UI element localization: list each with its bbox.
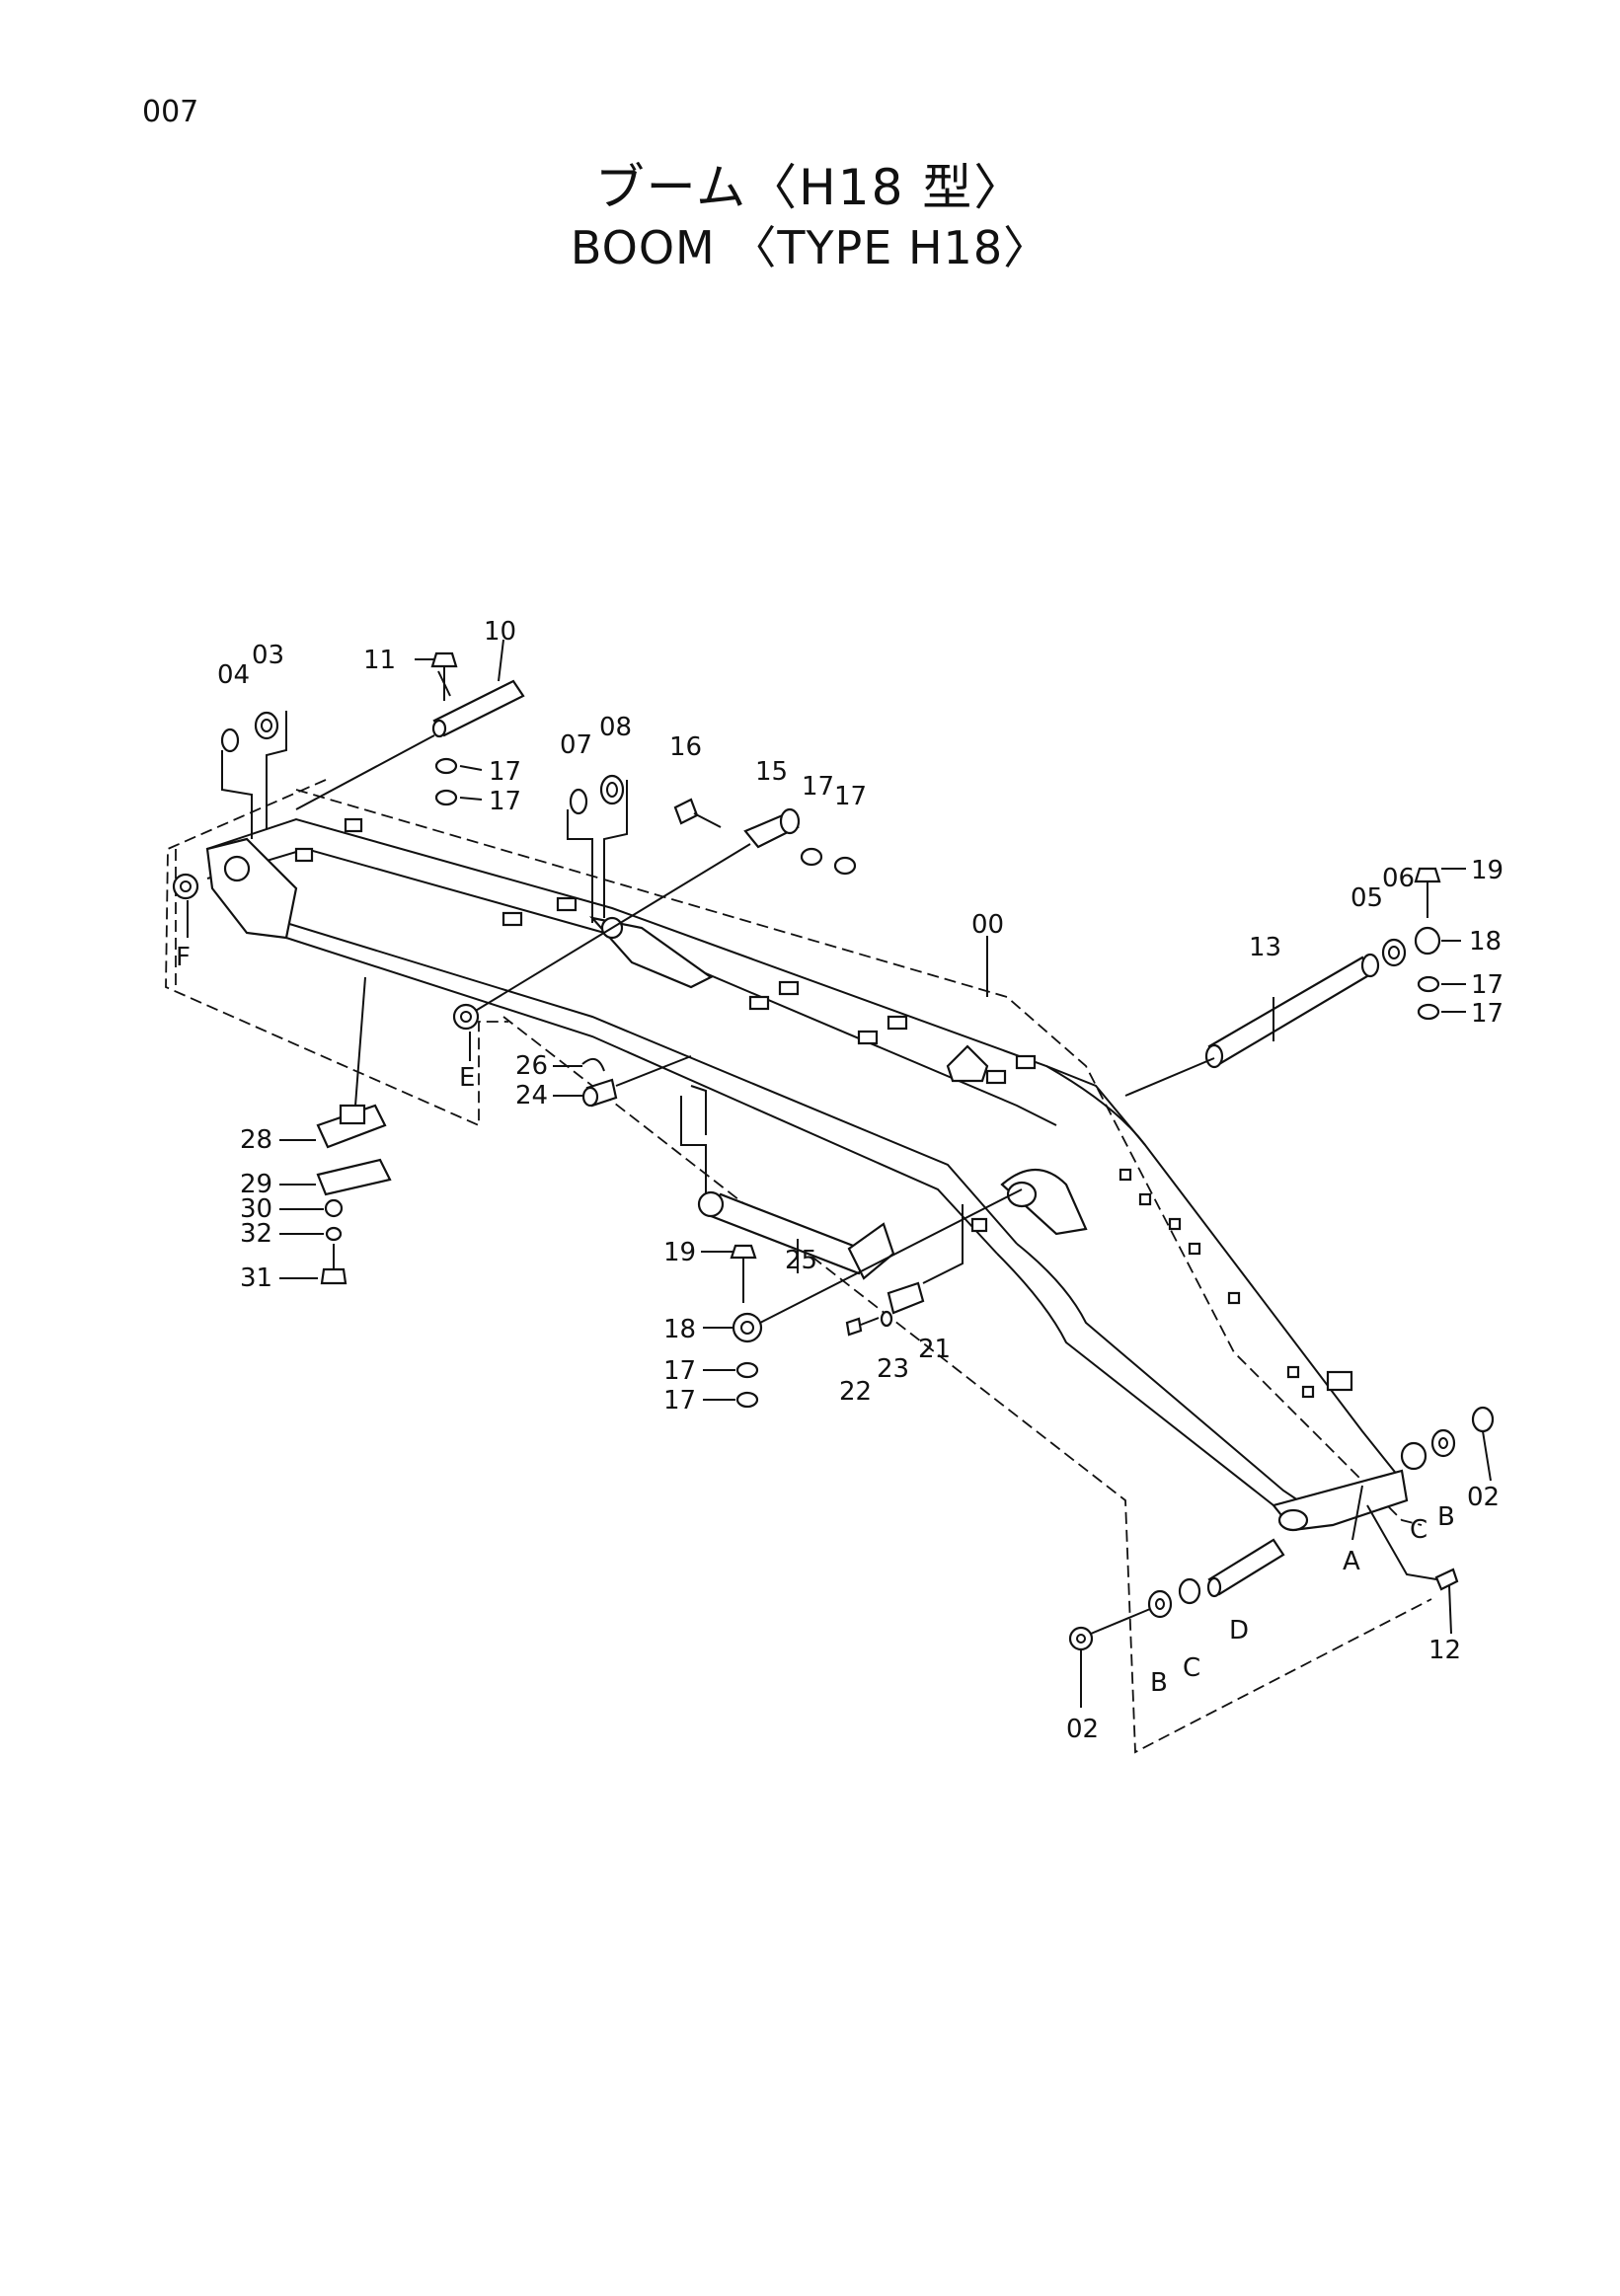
callout-07: 07 (560, 730, 592, 760)
callout-29: 29 (240, 1170, 272, 1199)
right-pin-group (1124, 867, 1441, 1097)
callout-11: 11 (363, 646, 396, 675)
title-english: BOOM 〈TYPE H18〉 (570, 221, 1050, 274)
callout-B-2: B (1150, 1668, 1168, 1698)
callout-23: 23 (877, 1354, 909, 1384)
title-japanese: ブーム〈H18 型〉 (594, 159, 1026, 216)
callout-30: 30 (240, 1194, 272, 1224)
callout-19-b: 19 (663, 1238, 696, 1267)
callout-13: 13 (1249, 933, 1281, 962)
callout-22: 22 (839, 1377, 872, 1407)
leader-lines (187, 639, 1492, 1708)
callout-17-h: 17 (663, 1386, 696, 1416)
callout-02-b: 02 (1066, 1715, 1099, 1744)
callout-00: 00 (971, 910, 1004, 940)
callout-21: 21 (918, 1335, 951, 1364)
callout-03: 03 (252, 641, 284, 670)
callout-24: 24 (515, 1081, 548, 1110)
callout-17-b: 17 (489, 787, 521, 816)
callout-10: 10 (484, 617, 516, 647)
callout-D: D (1229, 1616, 1249, 1645)
callout-08: 08 (599, 713, 632, 742)
callout-18-b: 18 (663, 1315, 696, 1344)
foot-pin-group (1068, 1406, 1495, 1651)
callout-15: 15 (755, 757, 788, 787)
callout-labels: 00 04 03 11 10 17 17 07 08 16 15 17 17 1… (176, 617, 1504, 1744)
callout-31: 31 (240, 1263, 272, 1293)
callout-06: 06 (1382, 864, 1415, 893)
callout-04: 04 (217, 660, 250, 690)
callout-E: E (459, 1063, 475, 1093)
callout-28: 28 (240, 1125, 272, 1155)
callout-32: 32 (240, 1219, 272, 1249)
callout-05: 05 (1350, 883, 1383, 913)
assembly-boundary-lines (165, 779, 1432, 1754)
callout-F: F (176, 943, 191, 972)
callout-26: 26 (515, 1051, 548, 1081)
callout-C-2: C (1183, 1653, 1200, 1683)
middle-pin-group (452, 774, 857, 1031)
callout-02-a: 02 (1467, 1483, 1500, 1512)
callout-19-a: 19 (1471, 856, 1504, 885)
callout-17-f: 17 (1471, 999, 1504, 1029)
boom-body (205, 817, 1409, 1532)
callout-16: 16 (669, 732, 702, 762)
clamp-group (316, 976, 392, 1285)
left-pin-group (172, 651, 525, 900)
callout-17-a: 17 (489, 757, 521, 787)
callout-A: A (1343, 1547, 1360, 1576)
callout-17-c: 17 (802, 772, 834, 802)
callout-12: 12 (1428, 1636, 1461, 1665)
cylinder-group (581, 1055, 1023, 1409)
callout-18-a: 18 (1469, 927, 1502, 957)
callout-17-d: 17 (834, 782, 867, 811)
callout-17-g: 17 (663, 1356, 696, 1386)
callout-C-1: C (1410, 1515, 1427, 1545)
callout-25: 25 (785, 1246, 817, 1275)
callout-B-1: B (1437, 1502, 1455, 1532)
callout-17-e: 17 (1471, 970, 1504, 1000)
page-number: 007 (142, 95, 199, 129)
